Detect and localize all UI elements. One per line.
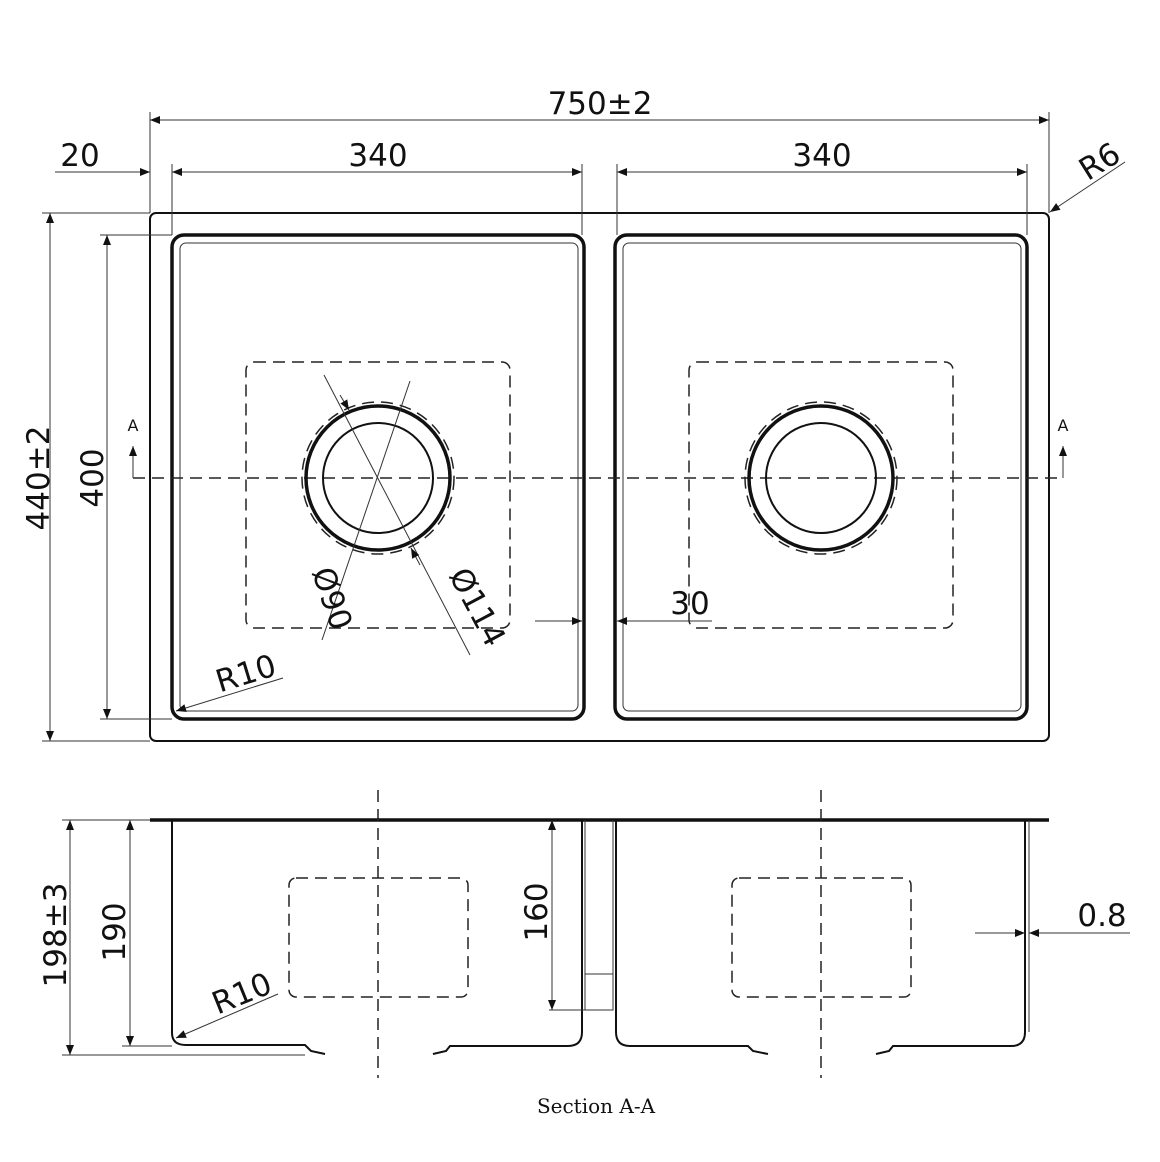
bowl-height-label: 190 [97, 902, 133, 961]
divider-width-label: 30 [670, 586, 709, 622]
left-bowl [170, 233, 586, 721]
section-radius-label: R10 [207, 966, 277, 1022]
outer-radius-label: R6 [1073, 136, 1127, 188]
overall-height-label: 198±3 [38, 883, 74, 988]
thickness-label: 0.8 [1077, 898, 1126, 934]
bowl-depth-label: 400 [75, 448, 111, 507]
drain-inner-leader [321, 380, 411, 641]
plan-view: A A 750±2 340 340 20 R6 440±2 400 [21, 86, 1127, 742]
drain-outer-diameter-label: Ø114 [441, 562, 512, 653]
section-divider-block [584, 973, 614, 1011]
section-radius-leader [175, 993, 279, 1039]
drain-inner-diameter-label: Ø90 [304, 563, 359, 635]
right-hidden-outline [688, 361, 954, 629]
bowl-radius-label: R10 [212, 648, 281, 700]
section-marker-right: A [1058, 416, 1069, 435]
section-caption: Section A-A [537, 1094, 656, 1118]
divider-height-label: 160 [519, 882, 555, 941]
right-drain [744, 401, 898, 555]
drain-outer-leader [323, 374, 471, 656]
left-bowl-width-label: 340 [348, 138, 407, 174]
left-hidden-outline [245, 361, 511, 629]
sink-outline [149, 212, 1050, 742]
left-bowl-inner [179, 242, 579, 712]
bowl-radius-leader [175, 677, 284, 712]
section-left-bowl [171, 820, 583, 1055]
section-view: 198±3 190 160 0.8 R10 Section A-A [38, 790, 1130, 1118]
edge-offset-label: 20 [60, 138, 99, 174]
left-drain [301, 401, 455, 555]
overall-width-label: 750±2 [548, 86, 653, 122]
outer-radius-leader [1049, 161, 1126, 213]
section-right-bowl [615, 820, 1026, 1055]
right-bowl-width-label: 340 [792, 138, 851, 174]
right-bowl [613, 233, 1029, 721]
right-bowl-inner [622, 242, 1022, 712]
section-marker-left: A [128, 416, 139, 435]
overall-depth-label: 440±2 [21, 426, 57, 531]
